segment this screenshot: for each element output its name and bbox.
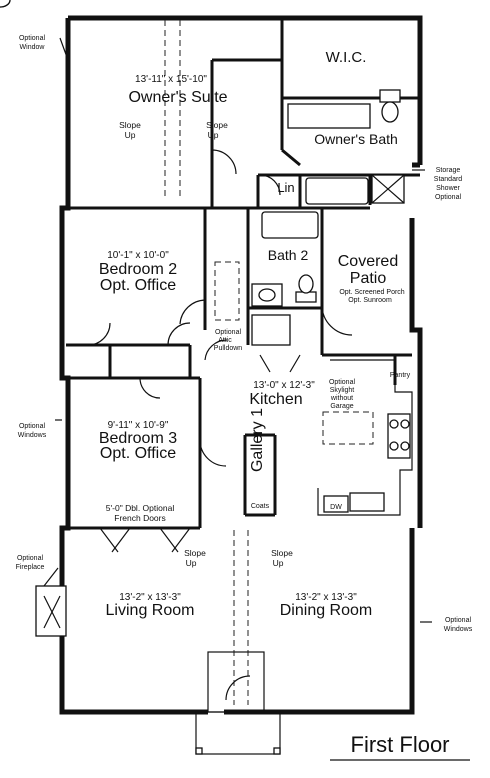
room-dining: Slope Up 13'-2" x 13'-3" Dining Room — [271, 548, 372, 619]
note-line: Attic — [218, 337, 232, 344]
dining-name: Dining Room — [280, 602, 372, 619]
toilet-icon — [381, 101, 399, 123]
bedroom3-dims: 9'-11" x 10'-9" — [108, 420, 169, 431]
note-line: Optional — [19, 35, 46, 42]
owners-suite-name: Owner's Suite — [128, 89, 227, 106]
dishwasher-icon — [323, 495, 349, 513]
room-owners-suite: 13'-11" x 15'-10" Owner's Suite Slope Up… — [119, 74, 228, 140]
owners-suite-dims: 13'-11" x 15'-10" — [135, 74, 207, 85]
note-line: Skylight — [330, 387, 355, 394]
doors — [87, 149, 353, 553]
note-optional-fireplace: Optional Fireplace — [16, 555, 45, 571]
kitchen-sink-icon — [349, 492, 385, 512]
room-bedroom-2: 10'-1" x 10'-0" Bedroom 2 Opt. Office — [99, 250, 177, 294]
slope-label: Slope — [271, 548, 293, 558]
slope-label: Slope — [119, 120, 141, 130]
note-line: Optional — [17, 555, 44, 562]
living-name: Living Room — [106, 602, 195, 619]
kitchen-name: Kitchen — [249, 391, 302, 408]
toilet-tank-icon — [379, 89, 401, 103]
note-line: Pulldown — [214, 345, 243, 352]
slope-label: Up — [125, 130, 136, 140]
note-optional-windows-right: Optional Windows — [444, 617, 473, 633]
slope-label: Up — [186, 558, 197, 568]
bedroom3-name: Bedroom 3 — [99, 430, 177, 447]
room-bedroom-3: 9'-11" x 10'-9" Bedroom 3 Opt. Office 5'… — [99, 420, 177, 523]
patio-note: Opt. Screened Porch — [339, 289, 404, 296]
room-kitchen: 13'-0" x 12'-3" Kitchen Pantry DW — [249, 372, 410, 511]
wic-label: W.I.C. — [326, 49, 367, 66]
coats-label: Coats — [251, 503, 270, 510]
dw-label: DW — [330, 504, 342, 511]
room-living: Slope Up 13'-2" x 13'-3" Living Room — [106, 548, 207, 619]
bedroom2-dims: 10'-1" x 10'-0" — [107, 250, 169, 261]
note-attic: Optional Attic Pulldown — [214, 329, 243, 352]
note-optional-windows-left: Optional Windows — [18, 423, 47, 439]
slope-label: Up — [273, 558, 284, 568]
fixtures — [0, 0, 413, 755]
note-line: Optional — [445, 617, 472, 624]
bath2-label: Bath 2 — [268, 247, 309, 263]
note-line: Storage — [436, 167, 461, 174]
dining-dims: 13'-2" x 13'-3" — [295, 592, 357, 603]
note-line: Garage — [330, 403, 353, 410]
slope-label: Slope — [184, 548, 206, 558]
slope-label: Slope — [206, 120, 228, 130]
bedroom3-note: 5'-0" Dbl. Optional — [106, 503, 175, 513]
note-skylight: Optional Skylight without Garage — [329, 379, 356, 410]
sink-icon — [0, 0, 11, 8]
pantry-label: Pantry — [390, 372, 411, 379]
note-line: Optional — [329, 379, 356, 386]
note-line: Fireplace — [16, 564, 45, 571]
slope-label: Up — [208, 130, 219, 140]
owners-bath-label: Owner's Bath — [314, 131, 398, 147]
room-covered-patio: Covered Patio Opt. Screened Porch Opt. S… — [338, 253, 405, 304]
note-optional-window: Optional Window — [19, 35, 46, 51]
note-line: Shower — [436, 185, 460, 192]
note-line: without — [330, 395, 353, 402]
patio-note: Opt. Sunroom — [348, 297, 392, 304]
toilet-icon — [298, 274, 314, 294]
living-dims: 13'-2" x 13'-3" — [119, 592, 181, 603]
leaders — [43, 37, 432, 623]
bedroom2-alt-name: Opt. Office — [100, 277, 176, 294]
plan-title: First Floor — [351, 732, 450, 757]
bedroom3-note: French Doors — [114, 513, 166, 523]
note-line: Windows — [18, 432, 47, 439]
bedroom3-alt-name: Opt. Office — [100, 445, 176, 462]
patio-name: Covered — [338, 253, 398, 270]
note-line: Optional — [215, 329, 242, 336]
kitchen-dims: 13'-0" x 12'-3" — [253, 380, 315, 391]
laundry-icon — [251, 314, 291, 346]
note-line: Standard — [434, 176, 463, 183]
gallery-label: Gallery 1 — [249, 408, 266, 472]
linen-label: Lin — [277, 180, 294, 195]
note-line: Window — [20, 44, 46, 51]
note-line: Windows — [444, 626, 473, 633]
note-storage: Storage Standard Shower Optional — [434, 167, 463, 201]
note-line: Optional — [435, 194, 462, 201]
patio-name: Patio — [350, 270, 387, 287]
bathtub-icon — [305, 177, 369, 205]
bedroom2-name: Bedroom 2 — [99, 261, 177, 278]
bathtub-icon — [261, 211, 319, 239]
note-line: Optional — [19, 423, 46, 430]
